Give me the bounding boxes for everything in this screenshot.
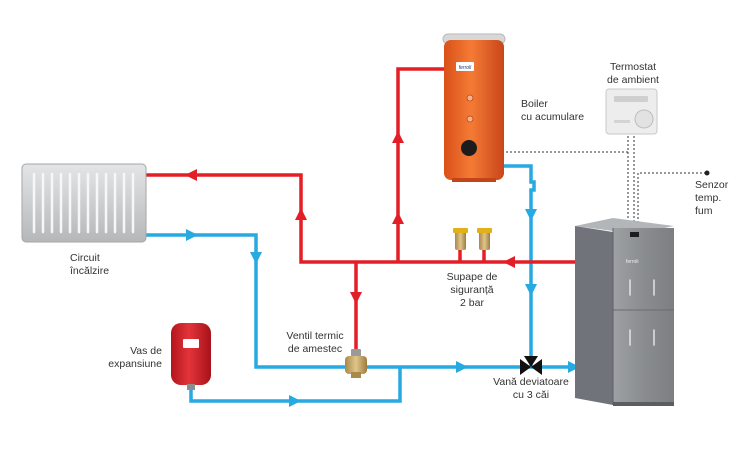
mixing-valve-icon [345,349,367,378]
boiler-supply-pipe [396,67,445,262]
thermostat-slot [614,120,630,123]
boiler-return-pipe [503,164,536,367]
thermostat-label: Termostat de ambient [598,61,668,87]
arrow-icon [350,292,362,304]
mixing-valve-label-line2: de amestec [287,343,343,355]
sensor-point [704,170,710,176]
stove-logo-text: ferroli [626,259,639,265]
vessel-label-plate [183,339,199,348]
radiator-fins [32,172,135,234]
expansion-vessel [171,323,211,390]
tank-inspection-flange [461,140,477,156]
sensor-label-line1: Senzor [695,179,729,191]
thermostat-wire [503,136,629,153]
expansion-vessel-label: Vas de expansiune [98,345,162,371]
mixing-valve-port [351,372,361,378]
arrow-icon [392,131,404,143]
expansion-pipe [189,367,402,403]
safety-valve-cap [453,228,468,233]
diverter-top-cone [524,356,538,367]
diverter-valve-label: Vană deviatoare cu 3 căi [478,376,584,402]
safety-valve-body [455,231,466,250]
boiler-label: Boiler cu acumulare [521,98,584,124]
arrow-icon [503,256,515,268]
radiator [21,163,147,243]
mixing-valve-head [351,349,361,357]
radiator-return-pipe [144,233,575,369]
safety-valves-label-line1: Supape de [446,271,498,283]
diverter-valve-label-line1: Vană deviatoare [493,376,569,388]
flow-arrows [185,131,580,407]
stove-handles [629,279,655,346]
sensor-wire [637,172,706,225]
safety-valves-label-line2: siguranță [450,284,494,296]
arrow-icon [525,209,537,221]
hot-pipes [144,67,580,350]
mixing-valve-label-line1: Ventil termic [286,330,344,342]
storage-tank: ferroli [442,33,506,182]
tank-logo-text: ferroli [459,65,472,71]
stove-body [613,228,674,406]
arrow-icon [456,361,468,373]
sensor-label-line3: fum [695,205,713,217]
arrow-icon [186,229,198,241]
sensor-label-line2: temp. [695,192,722,204]
thermostat-dial [634,109,654,129]
expansion-vessel-label-line2: expansiune [108,358,162,370]
tank-gauge-1 [466,94,474,102]
circuit-label-line1: Circuit [70,252,100,264]
safety-valves-label: Supape de siguranță 2 bar [435,271,509,310]
stove-base [613,402,674,406]
boiler-label-line2: cu acumulare [521,111,585,123]
arrow-icon [568,361,580,373]
expansion-vessel-label-line1: Vas de [130,345,162,357]
arrow-icon [289,395,301,407]
safety-valve-cap [477,228,492,233]
diverter-left-cone [520,359,531,375]
stove-display [630,232,639,237]
arrow-icon [295,208,307,220]
diverter-right-cone [531,359,542,375]
circuit-label: Circuit încălzire [70,252,109,278]
tank-body [444,40,504,180]
tank-logo-plate [456,62,474,71]
room-thermostat [605,88,658,135]
mixing-valve-body [345,356,367,374]
arrow-icon [392,212,404,224]
tank-gauge-2 [466,115,474,123]
diverter-valve-label-line2: cu 3 căi [512,389,550,401]
boiler-label-line1: Boiler [521,98,548,110]
thermostat-label-line2: de ambient [607,74,659,86]
vessel-fitting [187,384,195,390]
pellet-boiler: ferroli [575,218,674,406]
three-way-valve-icon [520,356,542,375]
arrow-icon [525,284,537,296]
safety-valve-icon [453,228,468,250]
supply-main-pipe [144,173,580,264]
thermostat-display [614,96,648,102]
arrow-icon [185,169,197,181]
vessel-body [171,323,211,385]
thermostat-label-line1: Termostat [609,61,657,73]
arrow-icon [250,252,262,264]
sensor-label: Senzor temp. fum [695,179,728,218]
control-wires [503,136,706,225]
safety-valve-body [479,231,490,250]
safety-valve-icon [477,228,492,250]
stove-front [575,226,613,405]
radiator-body [21,163,147,243]
safety-valves-label-line3: 2 bar [460,297,484,309]
mixing-valve-label: Ventil termic de amestec [272,330,358,356]
circuit-label-line2: încălzire [70,265,110,277]
tank-base [452,178,496,182]
